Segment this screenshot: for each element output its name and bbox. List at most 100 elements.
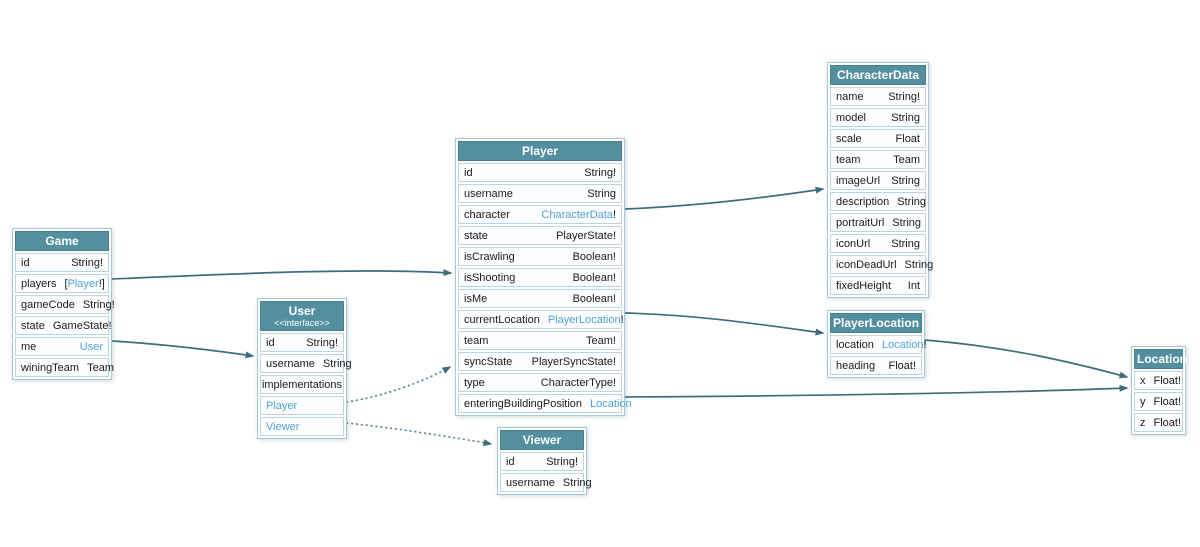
field-name: enteringBuildingPosition xyxy=(464,397,583,410)
field-type: Float! xyxy=(1154,375,1182,387)
field-row-characterdata-name[interactable]: name String! xyxy=(830,87,926,106)
field-type: String xyxy=(892,217,921,229)
entity-header-game[interactable]: Game xyxy=(15,231,109,251)
field-type: String xyxy=(891,238,920,250)
field-name: state xyxy=(464,229,488,242)
field-type: String! xyxy=(546,456,578,468)
field-type: Float! xyxy=(888,360,916,372)
field-row-characterdata-model[interactable]: model String xyxy=(830,108,926,127)
type-text: ! xyxy=(98,277,102,290)
field-name: type xyxy=(464,376,485,389)
field-name: name xyxy=(836,90,864,103)
type-link-Player[interactable]: Player xyxy=(67,277,99,290)
entity-header-location[interactable]: Location xyxy=(1134,349,1187,369)
field-name: implementations xyxy=(261,378,343,391)
field-type: PlayerLocation! xyxy=(548,314,624,326)
entity-header-user[interactable]: User<<interface>> xyxy=(260,301,344,331)
entity-header-player[interactable]: Player xyxy=(458,141,622,161)
type-text: ! xyxy=(620,313,624,326)
field-name: model xyxy=(836,111,866,124)
type-text: Boolean! xyxy=(572,271,616,284)
field-type: Location xyxy=(590,398,632,410)
entity-header-characterdata[interactable]: CharacterData xyxy=(830,65,926,85)
field-row-player-enteringBuildingPosition[interactable]: enteringBuildingPosition Location xyxy=(458,394,632,413)
edge-game-me xyxy=(111,340,255,359)
field-row-game-players[interactable]: players[Player!] xyxy=(15,274,109,293)
field-row-user-Viewer[interactable]: Viewer xyxy=(260,417,344,436)
field-name: scale xyxy=(836,132,862,145)
type-text: String! xyxy=(888,90,920,103)
field-row-player-state[interactable]: state PlayerState! xyxy=(458,226,622,245)
field-type: String! xyxy=(306,337,338,349)
edge-user-impl-viewer xyxy=(346,422,493,447)
type-text: Float xyxy=(895,132,920,145)
type-link-Location[interactable]: Location xyxy=(590,397,632,410)
type-link-Player[interactable]: Player xyxy=(266,399,298,412)
field-type: Team! xyxy=(586,335,616,347)
type-link-User[interactable]: User xyxy=(79,340,103,353)
field-type: String xyxy=(891,112,920,124)
type-link-PlayerLocation[interactable]: PlayerLocation xyxy=(547,313,621,326)
type-text: String xyxy=(562,476,592,489)
field-name: fixedHeight xyxy=(836,279,892,292)
type-text: PlayerState! xyxy=(556,229,616,242)
field-row-player-currentLocation[interactable]: currentLocation PlayerLocation! xyxy=(458,310,624,329)
field-row-user-implementations[interactable]: implementations xyxy=(260,375,344,394)
field-type: String xyxy=(891,175,920,187)
type-text: ] xyxy=(101,277,105,290)
field-name: iconDeadUrl xyxy=(836,258,897,271)
type-text: String! xyxy=(546,455,578,468)
entity-title: Game xyxy=(45,234,79,248)
type-link-CharacterData[interactable]: CharacterData xyxy=(541,208,613,221)
entity-header-viewer[interactable]: Viewer xyxy=(500,430,584,450)
type-link-Location[interactable]: Location xyxy=(881,338,924,351)
field-row-user-Player[interactable]: Player xyxy=(260,396,344,415)
field-type: [Player!] xyxy=(64,278,104,290)
entity-title: PlayerLocation xyxy=(833,316,920,330)
field-name: currentLocation xyxy=(464,313,540,326)
field-type: CharacterData! xyxy=(541,209,616,221)
field-type: Float xyxy=(896,133,920,145)
field-row-characterdata-scale[interactable]: scale Float xyxy=(830,129,926,148)
type-link-Viewer[interactable]: Viewer xyxy=(266,420,300,433)
type-text: Float! xyxy=(888,359,916,372)
entity-header-playerlocation[interactable]: PlayerLocation xyxy=(830,313,922,333)
